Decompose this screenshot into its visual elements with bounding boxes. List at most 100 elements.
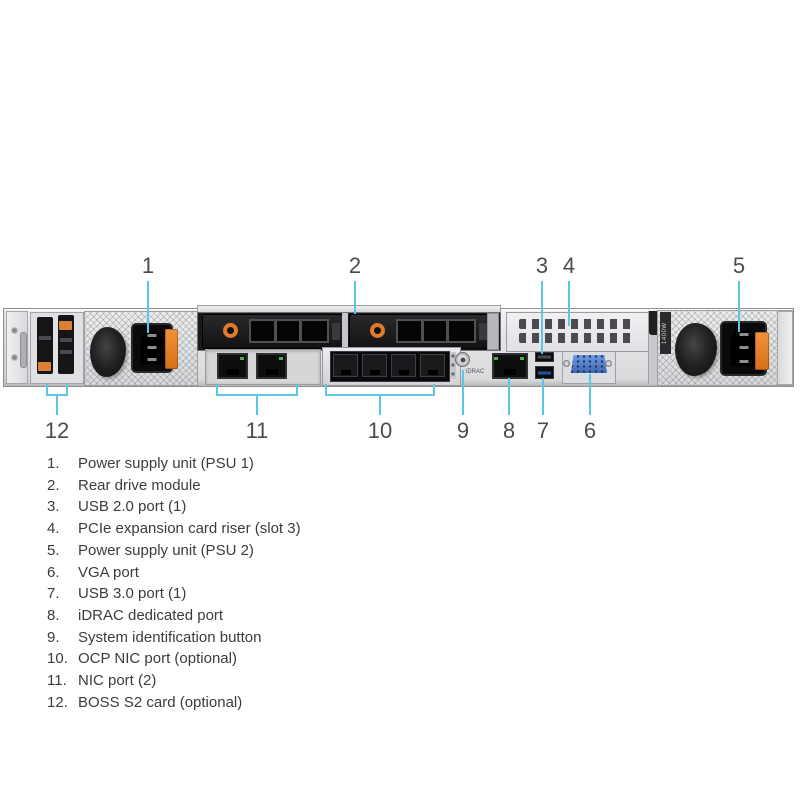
riser-vents [519, 333, 635, 343]
legend-label: USB 2.0 port (1) [78, 498, 187, 516]
legend-num: 5. [47, 541, 60, 559]
drive-release-button [223, 323, 238, 338]
ocp-port-1 [333, 354, 358, 377]
vga-port [571, 355, 607, 373]
legend-item-12: 12. BOSS S2 card (optional) [47, 692, 301, 714]
legend-item-7: 7.USB 3.0 port (1) [47, 583, 301, 605]
legend-item-11: 11. NIC port (2) [47, 670, 301, 692]
callout-number-3: 3 [535, 253, 549, 278]
legend-num: 2. [47, 476, 60, 494]
callout-number-2: 2 [348, 253, 362, 278]
drive-sled-1 [202, 314, 343, 349]
callout-number-12: 12 [44, 418, 70, 443]
callout-number-6: 6 [583, 418, 597, 443]
legend-num: 6. [47, 563, 60, 581]
legend-label: VGA port [78, 563, 139, 581]
callout-stem-10 [379, 394, 381, 415]
legend-item-1: 1. Power supply unit (PSU 1) [47, 453, 301, 475]
legend-item-9: 9. System identification button [47, 627, 301, 649]
drive-vents [396, 319, 476, 343]
callout-number-1: 1 [141, 253, 155, 278]
legend-label: NIC port (2) [78, 672, 157, 690]
system-id-button [455, 352, 470, 367]
drive-module-latch [487, 313, 499, 350]
callout-line-6 [589, 374, 591, 415]
legend-num: 10. [47, 650, 68, 668]
callout-line-5 [738, 281, 740, 332]
boss-slot-1 [37, 317, 53, 374]
boss-slot-1-tab [38, 362, 51, 371]
callout-number-5: 5 [732, 253, 746, 278]
ocp-thumbscrews [450, 352, 456, 379]
idrac-port [492, 353, 528, 379]
psu-1-release-latch [165, 329, 178, 369]
right-rack-ear [777, 311, 793, 385]
callout-line-1 [147, 281, 149, 333]
ocp-port-3 [391, 354, 416, 377]
ocp-port-4 [420, 354, 445, 377]
power-pin [147, 334, 157, 338]
idrac-label: iDRAC [466, 369, 485, 375]
pcie-riser-filler [506, 312, 649, 352]
legend-label: iDRAC dedicated port [78, 606, 224, 624]
psu-1-velcro-strap [90, 327, 126, 377]
callout-number-7: 7 [536, 418, 550, 443]
drive-vents [249, 319, 329, 343]
legend-item-10: 10.OCP NIC port (optional) [47, 648, 301, 670]
legend-label: PCIe expansion card riser (slot 3) [78, 520, 301, 538]
power-pin [739, 333, 748, 337]
drive-endcap [479, 323, 487, 340]
callout-number-4: 4 [562, 253, 576, 278]
boss-slot-2-tab [59, 321, 72, 330]
boss-slot-2-stripe [60, 338, 72, 342]
drive-endcap [332, 323, 340, 340]
power-pin [147, 358, 157, 362]
legend-num: 12. [47, 693, 68, 711]
usb-2-port [535, 352, 554, 362]
callout-line-4 [568, 281, 570, 326]
ear-slot [20, 332, 27, 368]
riser-vents [519, 319, 635, 329]
callout-line-2 [354, 281, 356, 314]
power-pin [739, 346, 748, 350]
callout-stem-11 [256, 394, 258, 415]
legend-label: Power supply unit (PSU 2) [78, 541, 254, 559]
power-pin [739, 359, 748, 363]
legend-list: 1.Power supply unit (PSU 1) 2.Rear drive… [47, 453, 301, 713]
callout-number-9: 9 [456, 418, 470, 443]
vga-screw [563, 360, 570, 367]
nic-port-1 [217, 353, 248, 379]
legend-item-3: 3.USB 2.0 port (1) [47, 496, 301, 518]
callout-line-9 [462, 370, 464, 415]
legend-num: 8. [47, 606, 60, 624]
legend-label: USB 3.0 port (1) [78, 585, 187, 603]
drive-module-divider [342, 313, 348, 348]
callout-number-10: 10 [367, 418, 393, 443]
boss-slot-2-stripe [60, 350, 72, 354]
legend-num: 11. [47, 672, 67, 690]
nic-port-2 [256, 353, 287, 379]
callout-line-7 [542, 378, 544, 415]
screw-hole-icon [11, 354, 18, 361]
callout-stem-12 [56, 394, 58, 415]
legend-label: BOSS S2 card (optional) [78, 693, 243, 711]
callout-line-3 [541, 281, 543, 354]
callout-number-8: 8 [502, 418, 516, 443]
usb-3-port [535, 366, 554, 379]
psu-2-velcro-strap [675, 323, 717, 376]
boss-slot-1-stripe [39, 336, 51, 340]
legend-num: 1. [47, 455, 60, 472]
legend-num: 9. [47, 628, 60, 646]
vga-screw [605, 360, 612, 367]
legend-item-5: 5. Power supply unit (PSU 2) [47, 540, 301, 562]
psu-2-release-latch [755, 332, 769, 370]
callout-number-11: 11 [245, 418, 269, 443]
legend-item-6: 6. VGA port [47, 562, 301, 584]
legend-item-8: 8. iDRAC dedicated port [47, 605, 301, 627]
legend-item-4: 4.PCIe expansion card riser (slot 3) [47, 518, 301, 540]
callout-line-8 [508, 378, 510, 415]
screw-hole-icon [11, 327, 18, 334]
legend-label: Power supply unit (PSU 1) [78, 455, 254, 472]
legend-label: System identification button [78, 628, 262, 646]
